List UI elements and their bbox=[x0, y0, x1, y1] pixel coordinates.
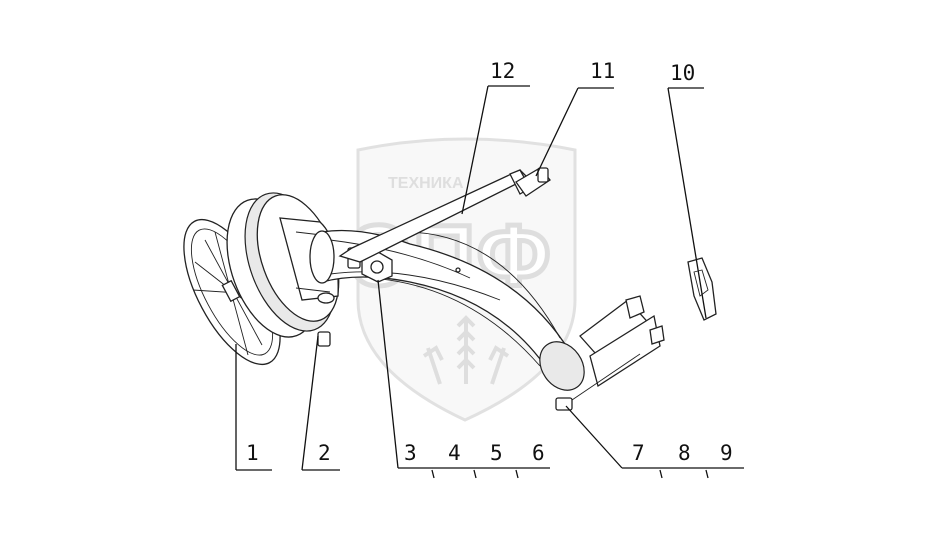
callout-3: 3 bbox=[404, 441, 417, 465]
callout-1: 1 bbox=[246, 441, 259, 465]
part-1-strainer bbox=[183, 218, 281, 366]
callout-7: 7 bbox=[632, 441, 645, 465]
watermark-wheat-emblem bbox=[422, 315, 510, 385]
leader-lines bbox=[235, 85, 744, 479]
callout-11: 11 bbox=[590, 59, 615, 83]
callout-8: 8 bbox=[678, 441, 691, 465]
callout-4: 4 bbox=[448, 441, 461, 465]
callout-10: 10 bbox=[670, 61, 695, 85]
callout-5: 5 bbox=[490, 441, 503, 465]
part-10-gasket bbox=[687, 257, 717, 321]
callout-2: 2 bbox=[318, 441, 331, 465]
watermark-brand-text: ТЕХНИКА bbox=[388, 175, 464, 192]
callout-labels: 1 2 3 4 5 6 7 8 9 10 11 12 bbox=[246, 59, 733, 465]
callout-9: 9 bbox=[720, 441, 733, 465]
outlet-flange bbox=[455, 267, 665, 411]
part-11-clip bbox=[515, 167, 551, 197]
callout-6: 6 bbox=[532, 441, 545, 465]
callout-12: 12 bbox=[490, 59, 515, 83]
